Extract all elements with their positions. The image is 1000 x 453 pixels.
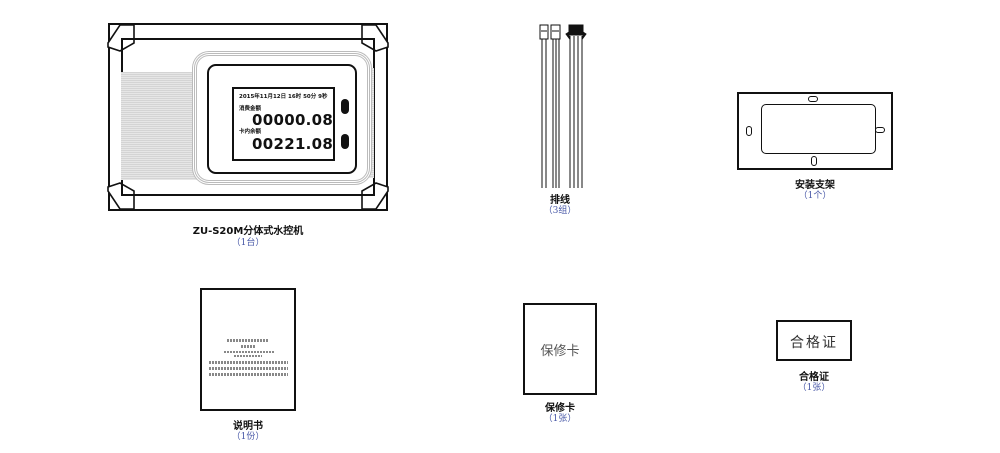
item-qty-certificate: （1张） <box>797 383 831 393</box>
manual-text-line <box>234 355 262 357</box>
item-qty-cables: （3组） <box>543 206 577 216</box>
lcd-value-consumption: 00000.08 <box>252 111 334 129</box>
lcd-datetime: 2015年11月12日 16时 50分 9秒 <box>239 94 328 100</box>
device-button-upper <box>341 99 349 114</box>
certificate-text: 合格证 <box>790 335 838 351</box>
item-qty-warranty: （1张） <box>543 414 577 424</box>
bracket-window <box>761 104 876 154</box>
device-corner-bevels <box>107 24 389 210</box>
manual-text-line <box>209 361 288 364</box>
item-qty-device: （1台） <box>231 238 265 248</box>
warranty-card-illustration: 保修卡 <box>523 303 597 395</box>
bracket-slot-left <box>746 126 752 136</box>
item-label-manual: 说明书 <box>233 421 263 432</box>
manual-text-line <box>241 345 255 348</box>
lcd-label-balance: 卡内余额 <box>239 129 262 135</box>
lcd-label-consumption: 消费金额 <box>239 106 262 112</box>
cable-connectors-icon <box>539 24 587 188</box>
manual-text-line <box>209 367 288 370</box>
lcd-screen: 2015年11月12日 16时 50分 9秒 消费金额 00000.08 卡内余… <box>232 87 335 161</box>
lcd-value-balance: 00221.08 <box>252 135 334 153</box>
bracket-slot-top <box>808 96 818 102</box>
item-label-bracket: 安装支架 <box>795 180 835 191</box>
item-label-certificate: 合格证 <box>799 372 829 383</box>
item-qty-manual: （1份） <box>231 432 265 442</box>
manual-text-line <box>224 351 274 353</box>
device-texture-right <box>364 68 374 178</box>
manual-text-line <box>209 373 288 376</box>
manual-illustration <box>200 288 296 411</box>
device-outer-frame <box>108 23 388 211</box>
certificate-illustration: 合格证 <box>776 320 852 361</box>
warranty-card-text: 保修卡 <box>540 344 580 359</box>
bracket-slot-right <box>875 127 885 133</box>
item-label-cables: 排线 <box>550 195 570 206</box>
bracket-frame <box>737 92 893 170</box>
bracket-slot-bottom <box>811 156 817 166</box>
item-label-warranty: 保修卡 <box>545 403 575 414</box>
item-qty-bracket: （1个） <box>798 191 832 201</box>
item-label-device: ZU-S20M分体式水控机 <box>192 226 304 237</box>
device-button-lower <box>341 134 349 149</box>
manual-text-line <box>227 339 269 342</box>
